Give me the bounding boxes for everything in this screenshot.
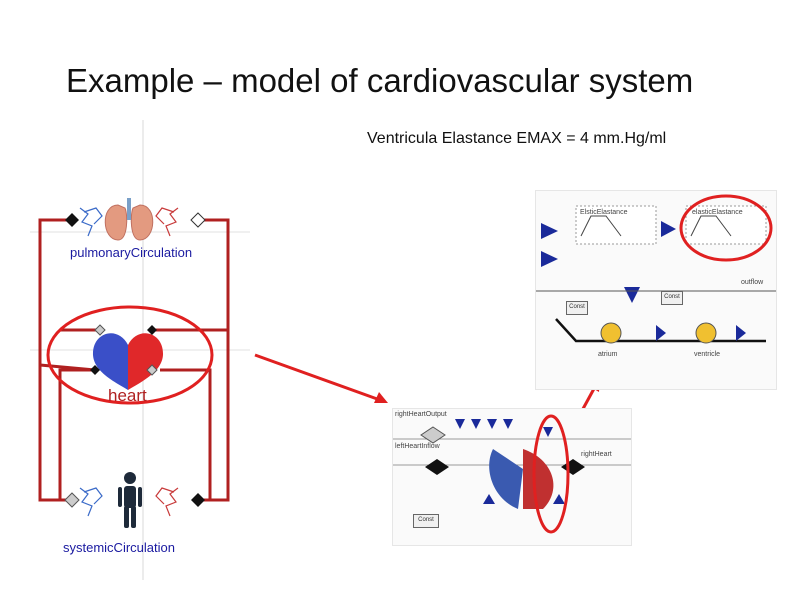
port-icon: [64, 492, 80, 508]
elastance-label: ElsticElastance: [580, 209, 628, 216]
const-block: Const: [566, 301, 588, 315]
heart-model-diagram: [393, 414, 631, 534]
elastance-highlight-ellipse: [679, 194, 773, 262]
right-heart-output-label: rightHeartOutput: [395, 411, 447, 418]
lungs-icon: [104, 198, 154, 241]
atrium-label: atrium: [598, 351, 618, 358]
vessel-loops: [38, 218, 230, 502]
heart-icon: [92, 333, 164, 390]
elastance-caption: Ventricula Elastance EMAX = 4 mm.Hg/ml: [367, 130, 667, 147]
ventricle-label: ventricle: [694, 351, 721, 358]
arrow-to-detail: [254, 353, 381, 402]
ventricle-model-diagram: [536, 194, 776, 344]
systemic-capillaries-icon: [79, 487, 179, 517]
heart-label: heart: [108, 386, 147, 405]
ventricle-model-screenshot: ElsticElastance elasticElastance outflow…: [535, 190, 777, 390]
human-body-icon: [118, 472, 142, 528]
heart-highlight-ellipse: [46, 305, 214, 405]
const-block: Const: [661, 291, 683, 305]
right-heart-label: rightHeart: [581, 451, 612, 458]
pulmonary-circulation-label: pulmonaryCirculation: [70, 245, 193, 260]
const-block: Const: [413, 514, 439, 528]
port-icon: [94, 324, 106, 336]
port-icon: [147, 325, 157, 335]
port-icon: [90, 365, 100, 375]
heart-model-screenshot: rightHeartOutput leftHeartInflow rightHe…: [392, 408, 632, 546]
port-icon: [190, 212, 206, 228]
port-icon: [146, 364, 158, 376]
systemic-circulation-label: systemicCirculation: [63, 540, 175, 555]
elastance-label-right: elasticElastance: [692, 209, 743, 216]
slide-title: Example – model of cardiovascular system: [66, 62, 694, 99]
port-icon: [65, 213, 79, 227]
arrow-head-icon: [374, 392, 388, 403]
outflow-label: outflow: [741, 279, 764, 286]
pulmonary-capillaries-icon: [79, 207, 179, 237]
ventricle-highlight-ellipse: [532, 414, 570, 534]
left-heart-inflow-label: leftHeartInflow: [395, 443, 440, 450]
port-icon: [191, 493, 205, 507]
